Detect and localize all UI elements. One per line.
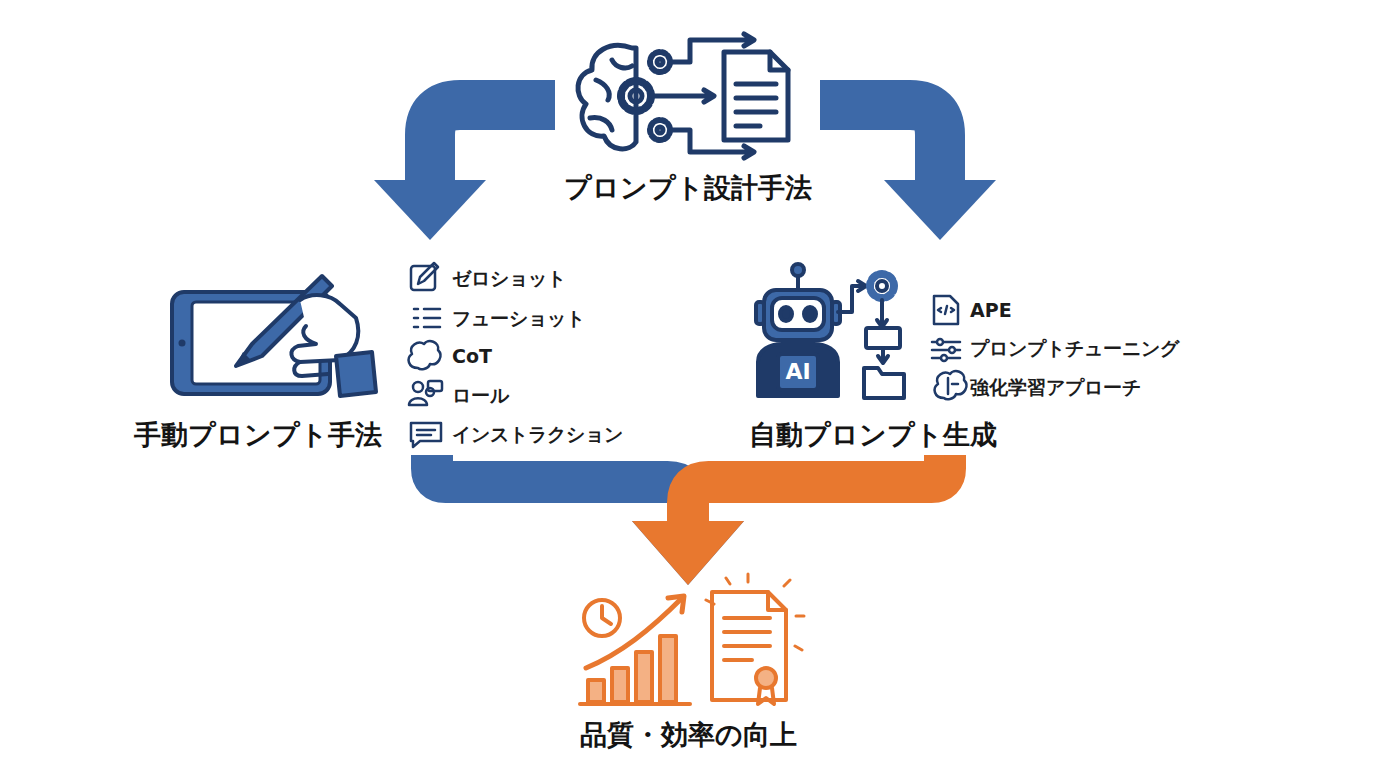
arrow-band bbox=[820, 105, 940, 182]
node-title: 手動プロンプト手法 bbox=[134, 419, 382, 451]
arrow-head bbox=[632, 521, 744, 585]
technique-item: 強化学習アプローチ bbox=[970, 375, 1141, 399]
technique-item: インストラクション bbox=[452, 422, 623, 446]
list-icons bbox=[409, 263, 442, 447]
node-title: 品質・効率の向上 bbox=[580, 719, 797, 751]
result-icon bbox=[580, 574, 804, 704]
node-title: プロンプト設計手法 bbox=[564, 172, 812, 204]
method-branch: 手動プロンプト手法 bbox=[130, 240, 440, 455]
flow-arrow bbox=[632, 455, 945, 585]
flow-arrow bbox=[374, 105, 555, 240]
arrow-head bbox=[884, 180, 996, 240]
flow-arrow bbox=[820, 105, 996, 240]
robot-icon bbox=[756, 264, 904, 398]
technique-item: ロール bbox=[452, 383, 509, 407]
technique-item: ゼロショット bbox=[452, 266, 566, 290]
tablet-hand-icon bbox=[172, 276, 376, 396]
technique-item: APE bbox=[970, 298, 1012, 322]
arrow-band bbox=[432, 455, 688, 523]
technique-item: フューショット bbox=[452, 306, 585, 330]
technique-item: CoT bbox=[452, 344, 492, 368]
method-branch: 自動プロンプト生成 bbox=[745, 240, 1000, 455]
arrow-head bbox=[374, 180, 486, 240]
arrow-band bbox=[430, 105, 555, 182]
technique-item: プロンプトチューニング bbox=[970, 336, 1179, 360]
robot-badge: AI bbox=[785, 360, 810, 384]
result-node: 品質・効率の向上 bbox=[560, 585, 816, 755]
brain-gear-icon bbox=[578, 34, 788, 158]
node-title: 自動プロンプト生成 bbox=[749, 419, 997, 451]
arrow-head bbox=[632, 521, 744, 585]
list-icons bbox=[932, 296, 966, 399]
method-root: プロンプト設計手法 bbox=[555, 30, 820, 210]
arrow-band bbox=[688, 455, 945, 523]
